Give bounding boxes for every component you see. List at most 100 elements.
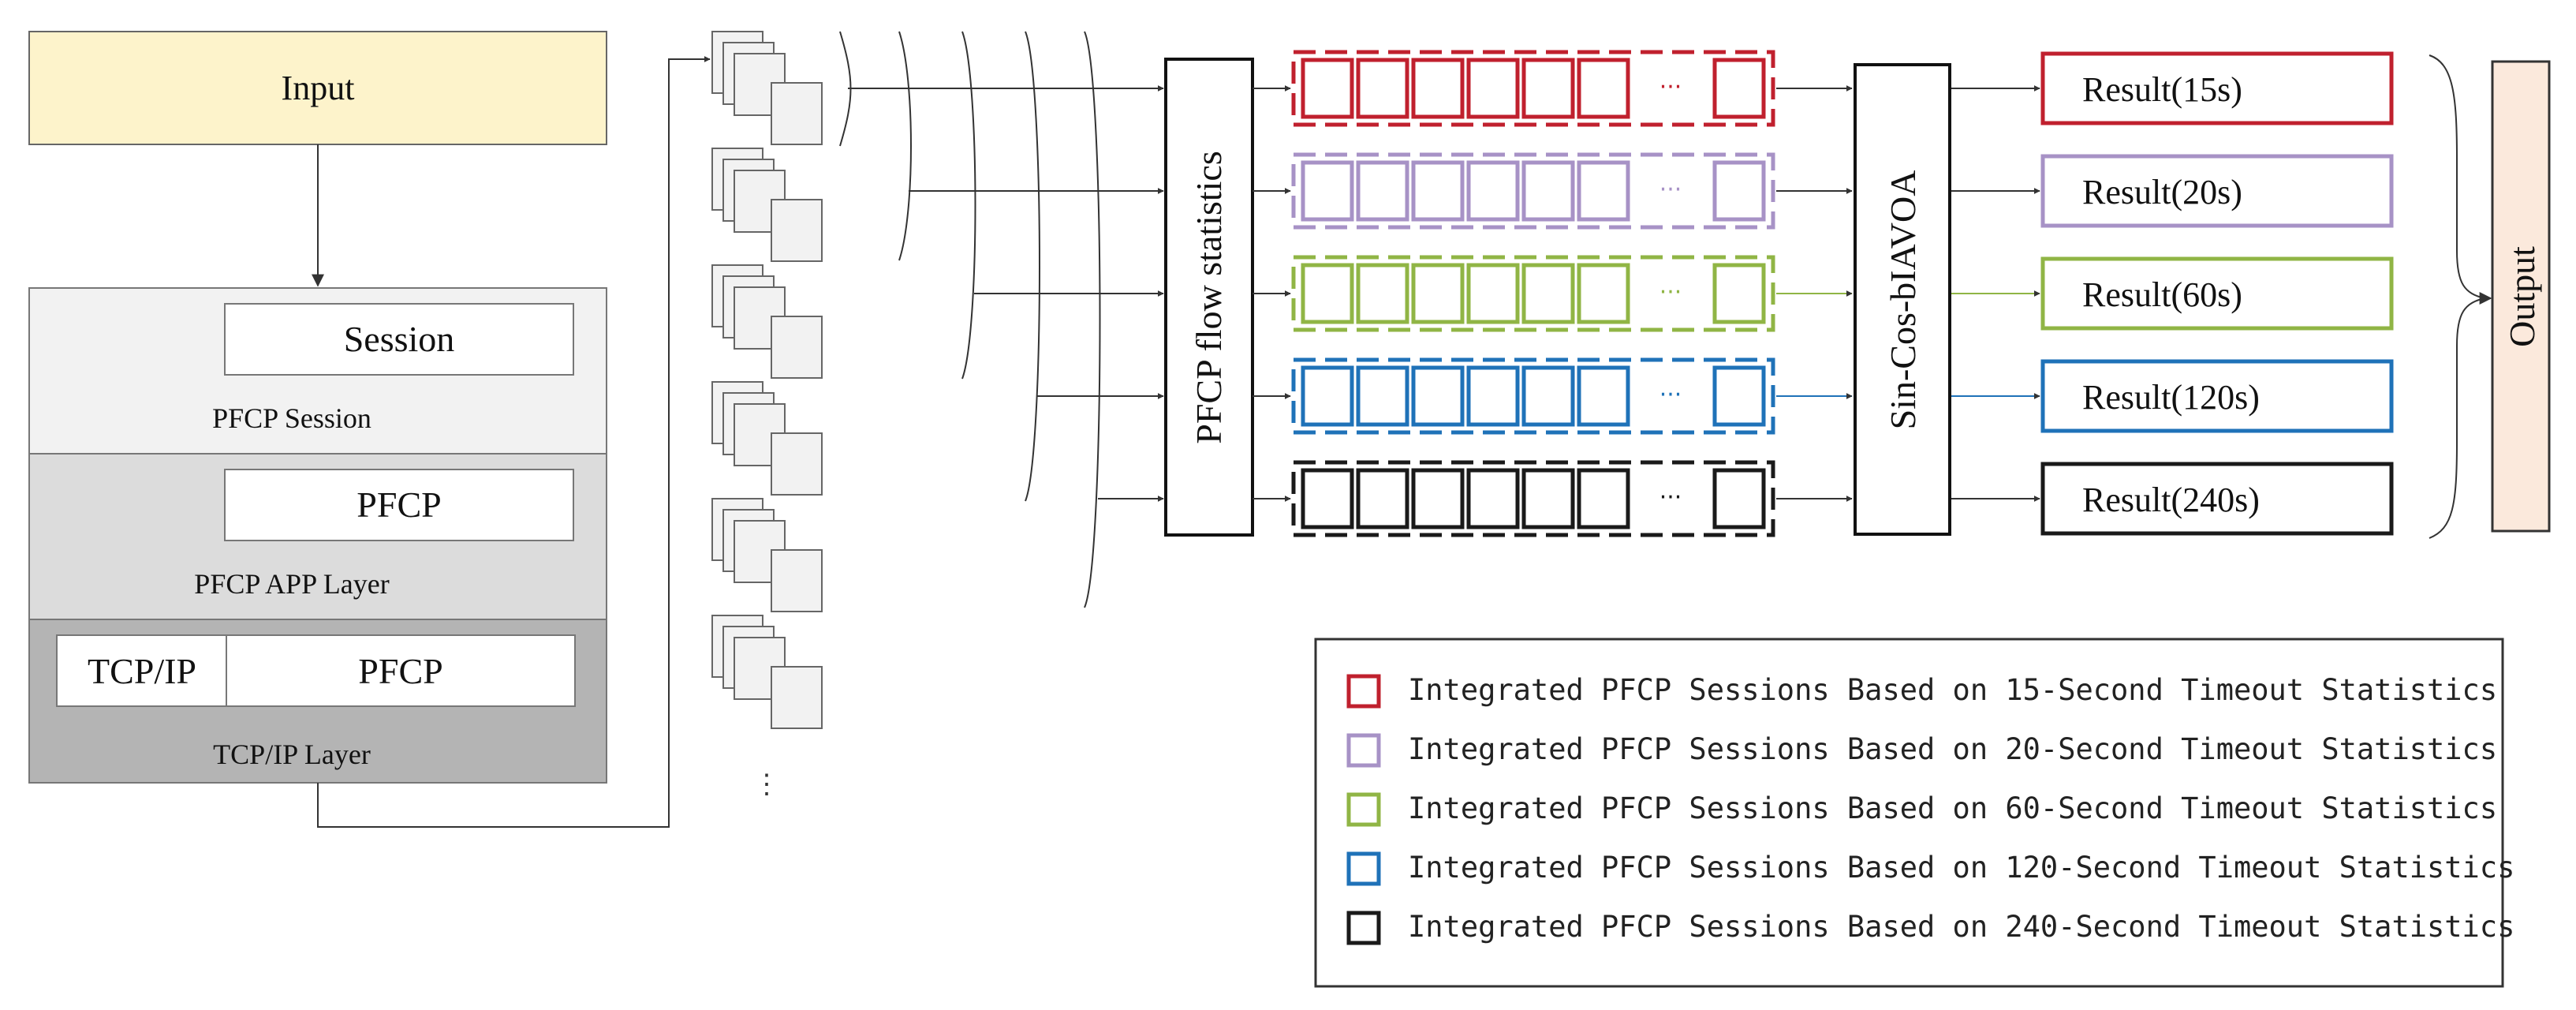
session-cell bbox=[1356, 58, 1409, 119]
session-cell-last bbox=[1712, 58, 1766, 119]
legend-swatch bbox=[1346, 733, 1381, 768]
legend-swatch bbox=[1346, 674, 1381, 709]
session-cell bbox=[1521, 365, 1575, 427]
legend-swatch bbox=[1346, 911, 1381, 945]
packet-stacks bbox=[711, 31, 823, 729]
session-ellipsis: ··· bbox=[1659, 279, 1682, 306]
session-box-label: Session bbox=[344, 319, 455, 359]
legend-item: Integrated PFCP Sessions Based on 15-Sec… bbox=[1346, 673, 2497, 709]
session-cell-last bbox=[1712, 468, 1766, 529]
session-cell bbox=[1521, 263, 1575, 324]
session-cell bbox=[1521, 468, 1575, 529]
flow-statistics-label: PFCP flow statistics bbox=[1189, 151, 1229, 443]
pfcp-session-layer-label: PFCP Session bbox=[212, 402, 371, 434]
session-cell-last bbox=[1712, 365, 1766, 427]
packet-stack bbox=[711, 498, 823, 612]
stack-to-packets-connector bbox=[317, 56, 711, 828]
session-group-outline bbox=[1291, 357, 1775, 435]
result-boxes: Result(15s) Result(20s) Result(60s) Result(… bbox=[1951, 51, 2394, 536]
result-box bbox=[2040, 462, 2394, 536]
session-cell-last bbox=[1712, 160, 1766, 222]
session-cell bbox=[1411, 160, 1465, 222]
session-rows: ··· ··· ··· ··· ··· bbox=[1253, 50, 1853, 537]
result-box bbox=[2040, 154, 2394, 228]
session-box bbox=[224, 303, 574, 376]
input-label: Input bbox=[282, 69, 355, 107]
session-cell bbox=[1411, 468, 1465, 529]
legend-text: Integrated PFCP Sessions Based on 240-Se… bbox=[1408, 910, 2514, 944]
session-cell bbox=[1466, 263, 1520, 324]
session-cell bbox=[1356, 468, 1409, 529]
group-bracket bbox=[898, 31, 912, 261]
session-cell bbox=[1301, 365, 1354, 427]
result-box bbox=[2040, 359, 2394, 433]
session-ellipsis: ··· bbox=[1659, 381, 1682, 409]
session-cell bbox=[1466, 365, 1520, 427]
session-cell bbox=[1301, 263, 1354, 324]
group-bracket bbox=[961, 31, 976, 380]
packet-card bbox=[771, 666, 823, 729]
result-box bbox=[2040, 256, 2394, 331]
session-ellipsis: ··· bbox=[1659, 73, 1682, 101]
packet-card bbox=[771, 82, 823, 145]
session-cell bbox=[1521, 160, 1575, 222]
flow-statistics-node: PFCP flow statistics bbox=[1164, 58, 1254, 537]
result-node: Result(60s) bbox=[1951, 256, 2394, 331]
packet-card bbox=[771, 199, 823, 262]
results-brace bbox=[2429, 54, 2485, 539]
session-cell bbox=[1577, 263, 1630, 324]
result-node: Result(240s) bbox=[1951, 462, 2394, 536]
result-label: Result(60s) bbox=[2082, 275, 2242, 314]
session-cell bbox=[1356, 263, 1409, 324]
session-cell bbox=[1577, 160, 1630, 222]
legend-text: Integrated PFCP Sessions Based on 20-Sec… bbox=[1408, 732, 2497, 766]
pfcp-app-box-label: PFCP bbox=[357, 484, 441, 525]
result-label: Result(120s) bbox=[2082, 378, 2260, 417]
legend-items: Integrated PFCP Sessions Based on 15-Sec… bbox=[1346, 673, 2514, 945]
session-cell bbox=[1577, 58, 1630, 119]
session-row: ··· bbox=[1253, 152, 1853, 230]
session-cell bbox=[1356, 365, 1409, 427]
session-group-outline bbox=[1291, 50, 1775, 127]
result-node: Result(120s) bbox=[1951, 359, 2394, 433]
session-row: ··· bbox=[1253, 460, 1853, 537]
legend-item: Integrated PFCP Sessions Based on 60-Sec… bbox=[1346, 791, 2497, 827]
result-node: Result(15s) bbox=[1951, 51, 2394, 125]
packet-card bbox=[771, 549, 823, 612]
session-cell bbox=[1411, 58, 1465, 119]
output-box bbox=[2491, 60, 2551, 533]
optimizer-label: Sin-Cos-bIAVOA bbox=[1883, 170, 1923, 430]
flow-statistics-box bbox=[1164, 58, 1254, 537]
session-cell bbox=[1411, 365, 1465, 427]
session-cell-last bbox=[1712, 263, 1766, 324]
session-cell bbox=[1301, 58, 1354, 119]
session-cell bbox=[1411, 263, 1465, 324]
session-cell bbox=[1301, 160, 1354, 222]
packet-stack bbox=[711, 381, 823, 496]
session-cell bbox=[1577, 365, 1630, 427]
packet-card bbox=[771, 432, 823, 496]
pfcp-app-layer-label: PFCP APP Layer bbox=[194, 568, 389, 600]
tcp-ip-box-label: TCP/IP bbox=[88, 651, 196, 691]
packet-card bbox=[771, 316, 823, 379]
packet-stack bbox=[711, 615, 823, 729]
legend: Integrated PFCP Sessions Based on 15-Sec… bbox=[1314, 638, 2514, 988]
session-group-outline bbox=[1291, 255, 1775, 332]
output-label: Output bbox=[2502, 246, 2542, 347]
result-label: Result(20s) bbox=[2082, 173, 2242, 211]
legend-text: Integrated PFCP Sessions Based on 15-Sec… bbox=[1408, 673, 2497, 707]
packet-stack bbox=[711, 31, 823, 145]
legend-item: Integrated PFCP Sessions Based on 20-Sec… bbox=[1346, 732, 2497, 768]
tcp-ip-layer-label: TCP/IP Layer bbox=[213, 739, 371, 770]
group-bracket bbox=[1084, 31, 1101, 608]
input-box bbox=[28, 31, 607, 145]
optimizer-box bbox=[1854, 63, 1951, 536]
legend-swatch bbox=[1346, 851, 1381, 886]
packet-stack-ellipsis: ⋮ bbox=[753, 770, 780, 799]
input-node: Input bbox=[28, 31, 607, 145]
result-label: Result(15s) bbox=[2082, 70, 2242, 109]
session-cell bbox=[1577, 468, 1630, 529]
optimizer-node: Sin-Cos-bIAVOA bbox=[1854, 63, 1951, 536]
grouping-brackets bbox=[839, 31, 1164, 608]
result-box bbox=[2040, 51, 2394, 125]
